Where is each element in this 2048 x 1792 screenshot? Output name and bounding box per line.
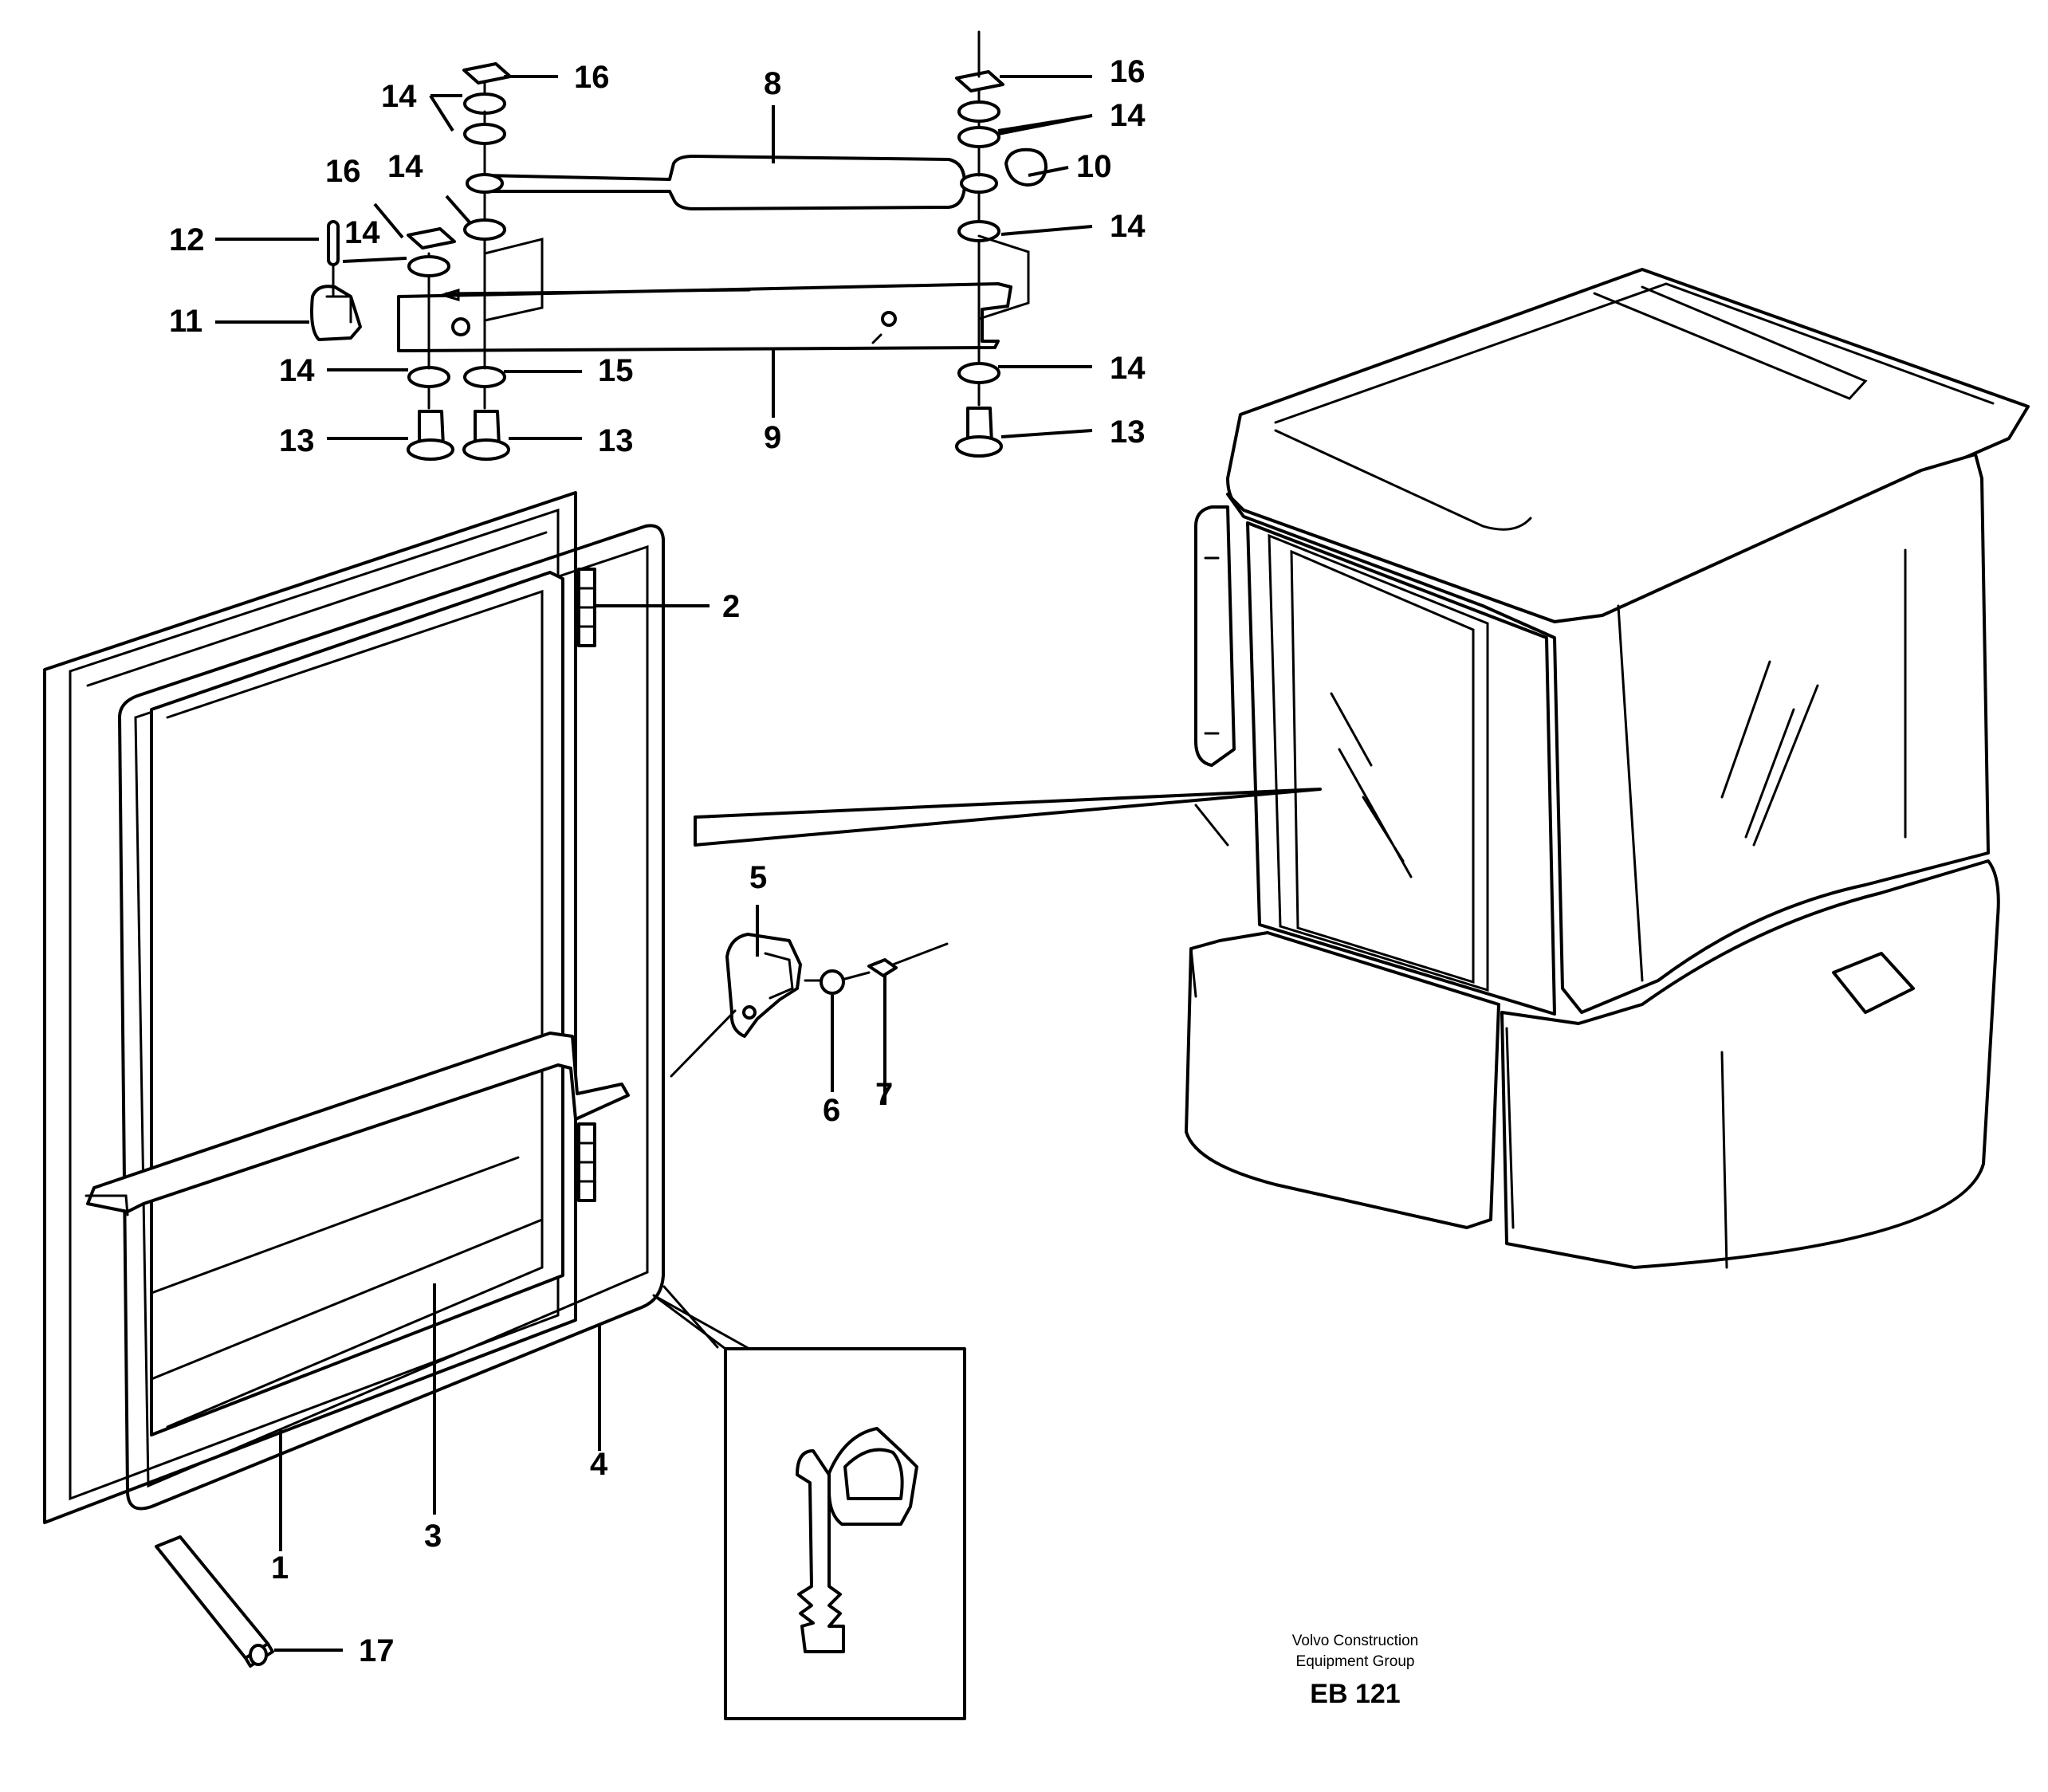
washer-icon <box>463 92 506 115</box>
label-14: 14 <box>381 79 417 114</box>
label-2: 2 <box>722 589 740 624</box>
label-8: 8 <box>764 66 781 101</box>
label-7: 7 <box>875 1077 893 1112</box>
gas-strut-assembly <box>310 30 1048 461</box>
label-4: 4 <box>590 1447 608 1482</box>
label-14: 14 <box>279 353 315 388</box>
drawing-code: EB 121 <box>1310 1679 1400 1709</box>
label-16: 16 <box>574 60 610 95</box>
door-assembly <box>43 491 966 1720</box>
label-14: 14 <box>344 215 380 250</box>
label-15: 15 <box>598 353 634 388</box>
label-1: 1 <box>271 1550 289 1586</box>
label-14: 14 <box>1110 351 1146 386</box>
label-9: 9 <box>764 420 781 455</box>
label-13: 13 <box>1110 415 1146 450</box>
label-5: 5 <box>749 860 767 895</box>
drawing-credit: Volvo Construction Equipment Group EB 12… <box>1292 1633 1418 1709</box>
label-14: 14 <box>387 149 423 184</box>
gas-strut <box>483 155 966 210</box>
credit-line-2: Equipment Group <box>1296 1653 1415 1670</box>
label-17: 17 <box>359 1633 395 1668</box>
label-14: 14 <box>1110 209 1146 244</box>
label-13: 13 <box>279 423 315 458</box>
label-11: 11 <box>169 304 202 339</box>
part-labels: 16 14 8 16 14 10 16 14 14 12 14 11 14 15… <box>169 54 1146 1668</box>
label-6: 6 <box>823 1093 840 1128</box>
cab-illustration <box>1185 268 2030 1269</box>
credit-line-1: Volvo Construction <box>1292 1633 1418 1649</box>
label-14: 14 <box>1110 98 1146 133</box>
seal-profile-icon <box>796 1449 845 1653</box>
door-glass <box>150 571 564 1436</box>
strut-bracket <box>397 282 1012 352</box>
label-16: 16 <box>325 154 361 189</box>
label-13: 13 <box>598 423 634 458</box>
label-16: 16 <box>1110 54 1146 89</box>
leader-lines <box>215 75 1093 1652</box>
label-10: 10 <box>1076 149 1112 184</box>
location-pointer <box>694 788 1322 847</box>
door-seal <box>118 524 665 1511</box>
label-12: 12 <box>169 222 205 257</box>
seal-profile-detail <box>724 1347 966 1720</box>
label-3: 3 <box>424 1519 442 1554</box>
